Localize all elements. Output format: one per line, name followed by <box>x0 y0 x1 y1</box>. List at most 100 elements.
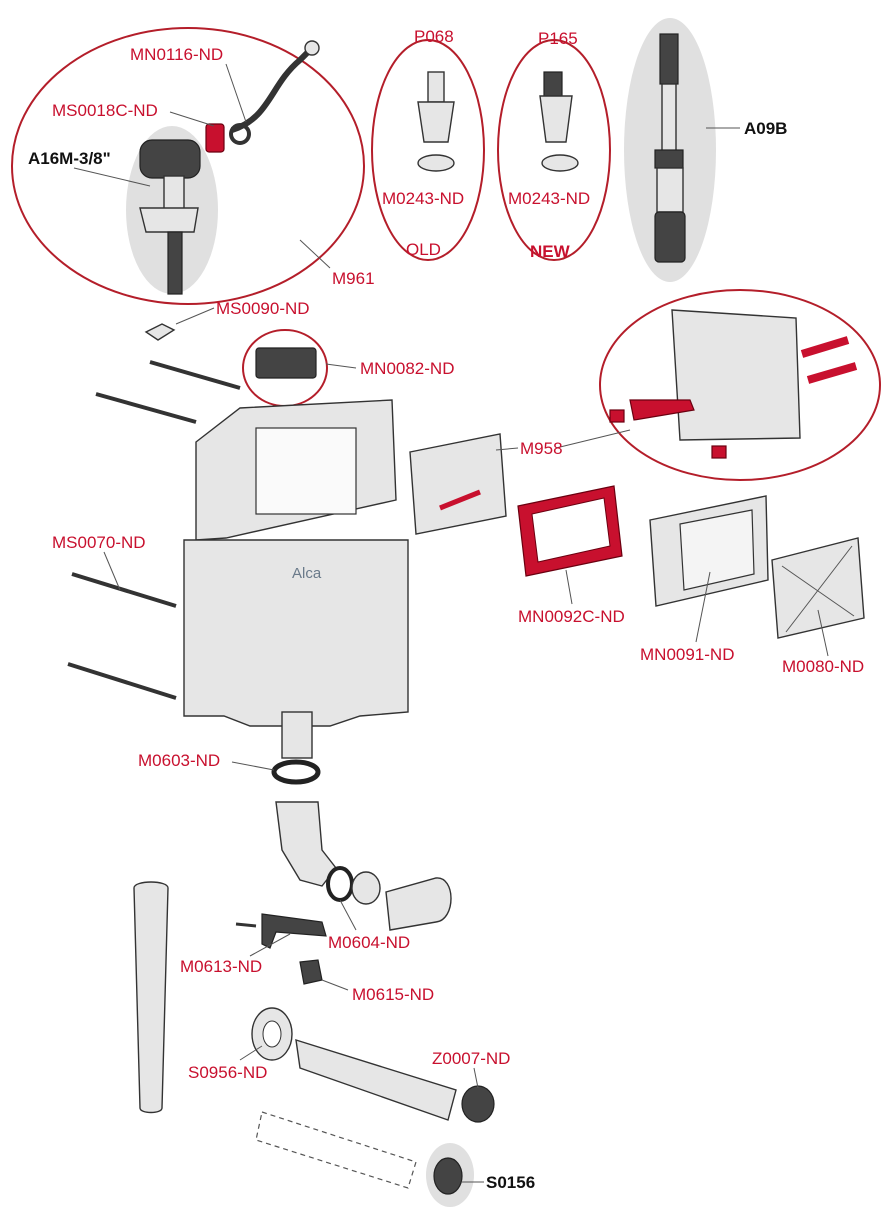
leader-mn0092c <box>565 569 573 605</box>
label-z0007: Z0007-ND <box>432 1049 510 1068</box>
leader-ms0018c <box>169 111 215 127</box>
mn0091-box-front <box>679 509 755 591</box>
leader-m0603 <box>231 761 275 771</box>
p165-valve-top <box>543 71 563 97</box>
m0243-new-nut <box>541 154 579 172</box>
dashed-pipe <box>255 1111 417 1189</box>
brand-logo: Alca <box>292 565 322 582</box>
mn0116-washer <box>229 123 251 145</box>
label-m961: M961 <box>332 269 375 288</box>
label-m0613: M0613-ND <box>180 957 262 976</box>
a09b-body <box>656 167 684 213</box>
m958-detail-lever <box>629 399 695 421</box>
cistern-service-opening <box>255 427 357 515</box>
vertical-pipe <box>133 881 169 1114</box>
screw-2 <box>95 392 197 424</box>
label-s0156: S0156 <box>486 1173 535 1192</box>
m0613-bracket <box>261 913 327 949</box>
m958-pin-1 <box>439 489 481 511</box>
screw-3 <box>71 572 177 608</box>
m0080-panel <box>771 537 865 639</box>
a09b-top <box>659 33 679 85</box>
leader-m0080 <box>817 609 829 657</box>
ms0018c-clip <box>205 123 225 153</box>
a09b-collar <box>654 149 684 169</box>
leader-mn0082 <box>325 363 357 369</box>
m958-detail-plate <box>671 309 801 441</box>
label-mn0116: MN0116-ND <box>130 45 223 64</box>
label-s0956: S0956-ND <box>188 1063 267 1082</box>
leader-m958 <box>495 447 519 451</box>
a16m-valve-float <box>139 207 199 233</box>
label-a16m: A16M-3/8" <box>28 149 111 168</box>
label-ms0090: MS0090-ND <box>216 299 310 318</box>
cistern-body <box>183 539 409 727</box>
p165-valve-body <box>539 95 573 143</box>
label-ms0070: MS0070-ND <box>52 533 146 552</box>
leader-m0615 <box>321 979 349 991</box>
label-m0243-old: M0243-ND <box>382 189 464 208</box>
m0613-screw <box>235 922 257 928</box>
s0956-ring-hole <box>262 1020 282 1048</box>
leader-m0604 <box>339 899 357 931</box>
screw-4 <box>67 662 177 700</box>
mn0092c-frame-window <box>531 497 611 563</box>
leader-mn0091 <box>695 571 711 643</box>
label-a09b: A09B <box>744 119 787 138</box>
label-m0615: M0615-ND <box>352 985 434 1004</box>
a16m-valve-body <box>139 139 201 179</box>
group-p165-outline <box>497 39 611 261</box>
leader-m958-detail <box>555 429 631 449</box>
label-p068: P068 <box>414 27 454 46</box>
mn0082-bracket <box>255 347 317 379</box>
label-new: NEW <box>530 242 571 261</box>
group-p068-outline <box>371 39 485 261</box>
leader-m961 <box>299 239 331 269</box>
ms0090-bracket <box>144 323 176 341</box>
label-m0243-new: M0243-ND <box>508 189 590 208</box>
cistern-outlet <box>281 711 313 759</box>
a16m-valve-stem <box>167 231 183 295</box>
leader-s0956 <box>239 1045 263 1061</box>
leader-mn0116 <box>225 63 247 123</box>
leader-z0007 <box>473 1067 479 1089</box>
leader-ms0090 <box>175 307 215 325</box>
label-mn0091: MN0091-ND <box>640 645 734 664</box>
label-p165: P165 <box>538 29 578 48</box>
label-old: OLD <box>406 240 441 259</box>
a09b-rod <box>661 83 677 155</box>
m0615-clip <box>299 959 323 985</box>
m958-detail-pin-1 <box>800 336 850 358</box>
elbow-ring <box>351 871 381 905</box>
group-m958-outline <box>599 289 881 481</box>
label-mn0082: MN0082-ND <box>360 359 454 378</box>
leader-ms0070 <box>103 551 121 591</box>
s0156-connector <box>433 1157 463 1195</box>
m958-detail-pin-2 <box>806 362 858 384</box>
label-m958: M958 <box>520 439 563 458</box>
group-fill-valve-outline <box>11 27 365 305</box>
m958-detail-clip-1 <box>609 409 625 423</box>
m0604-gasket <box>326 866 354 902</box>
m958-detail-clip-2 <box>711 445 727 459</box>
label-mn0092c: MN0092C-ND <box>518 607 625 626</box>
label-ms0018c: MS0018C-ND <box>52 101 158 120</box>
z0007-connector <box>461 1085 495 1123</box>
leader-m0613 <box>249 933 291 957</box>
m0603-gasket <box>271 759 321 785</box>
p068-valve-body <box>417 101 455 143</box>
screw-1 <box>149 360 241 390</box>
m0243-old-nut <box>417 154 455 172</box>
m958-plate <box>409 433 507 535</box>
p068-valve-top <box>427 71 445 103</box>
leader-a16m <box>73 167 151 187</box>
label-m0604: M0604-ND <box>328 933 410 952</box>
m0080-panel-cross-2 <box>785 545 853 633</box>
label-m0080: M0080-ND <box>782 657 864 676</box>
horizontal-pipe <box>295 1039 457 1121</box>
label-m0603: M0603-ND <box>138 751 220 770</box>
drain-elbow <box>275 801 337 887</box>
mn0116-hose-nut <box>304 40 320 56</box>
a09b-bottom <box>654 211 686 263</box>
